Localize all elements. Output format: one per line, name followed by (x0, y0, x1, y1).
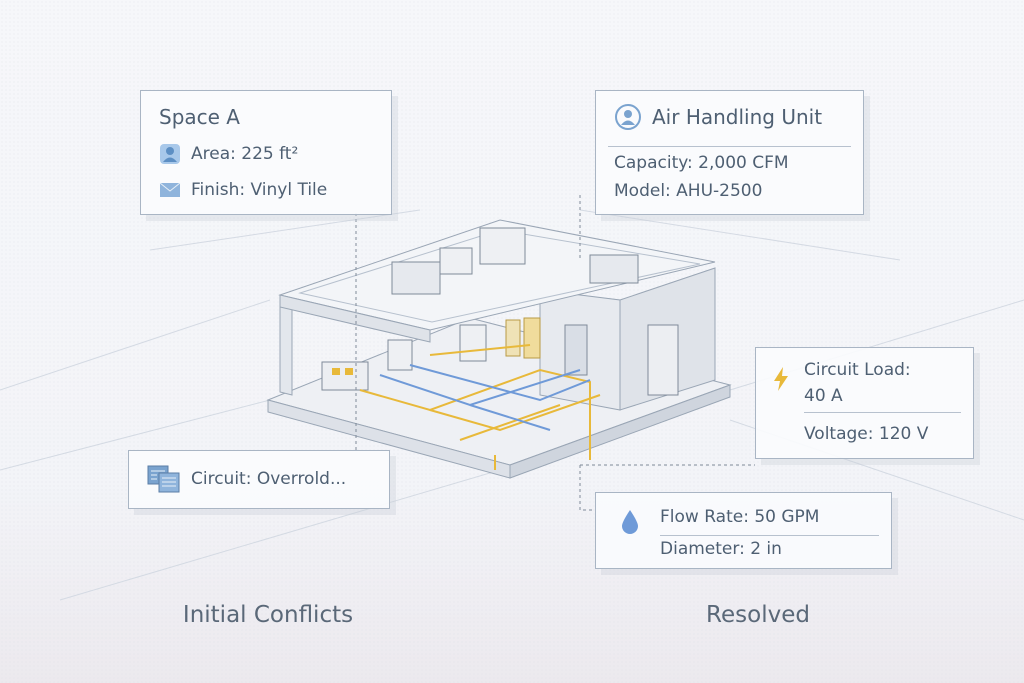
envelope-icon (159, 182, 181, 197)
circuit-overload-text: Circuit: Overrold... (191, 469, 347, 489)
wall-left (279, 299, 293, 396)
flow-diameter: Diameter: 2 in (660, 539, 782, 559)
flow-card: Flow Rate: 50 GPM Diameter: 2 in (595, 492, 892, 569)
space-finish: Finish: Vinyl Tile (191, 180, 328, 200)
divider (804, 412, 961, 413)
space-card: Space A Area: 225 ft² Finish: Vinyl Tile (140, 90, 392, 215)
leader-lines (355, 195, 755, 511)
circuit-load-value: 40 A (804, 386, 843, 406)
grid-lines (0, 209, 1024, 601)
ahu-model: Model: AHU-2500 (614, 181, 763, 201)
rooftop-unit (391, 261, 441, 295)
ahu-title: Air Handling Unit (652, 105, 823, 129)
ahu-cabinet (647, 324, 679, 396)
lightning-icon (774, 367, 788, 391)
ahu-card: Air Handling Unit Capacity: 2,000 CFM Mo… (595, 90, 864, 215)
circuit-load-card: Circuit Load: 40 A Voltage: 120 V (755, 347, 974, 459)
water-drop-icon (622, 510, 638, 534)
electrical-conduit (359, 344, 601, 470)
user-circle-icon (615, 104, 641, 130)
circuit-load-title: Circuit Load: (804, 360, 911, 380)
caption-resolved: Resolved (706, 602, 810, 628)
ahu-capacity: Capacity: 2,000 CFM (614, 153, 789, 173)
space-title: Space A (159, 105, 240, 129)
divider (608, 146, 851, 147)
slab-edge-right (509, 384, 731, 479)
roof-edge (279, 294, 431, 343)
circuit-overload-card: Circuit: Overrold... (128, 450, 390, 509)
circuit-voltage: Voltage: 120 V (804, 424, 929, 444)
documents-icon (147, 465, 180, 493)
space-area: Area: 225 ft² (191, 144, 299, 164)
person-icon (160, 144, 180, 164)
plumbing-pipe (379, 364, 591, 431)
divider (660, 535, 879, 536)
caption-initial-conflicts: Initial Conflicts (182, 602, 354, 628)
flow-rate: Flow Rate: 50 GPM (660, 507, 820, 527)
electrical-panel (321, 361, 369, 391)
